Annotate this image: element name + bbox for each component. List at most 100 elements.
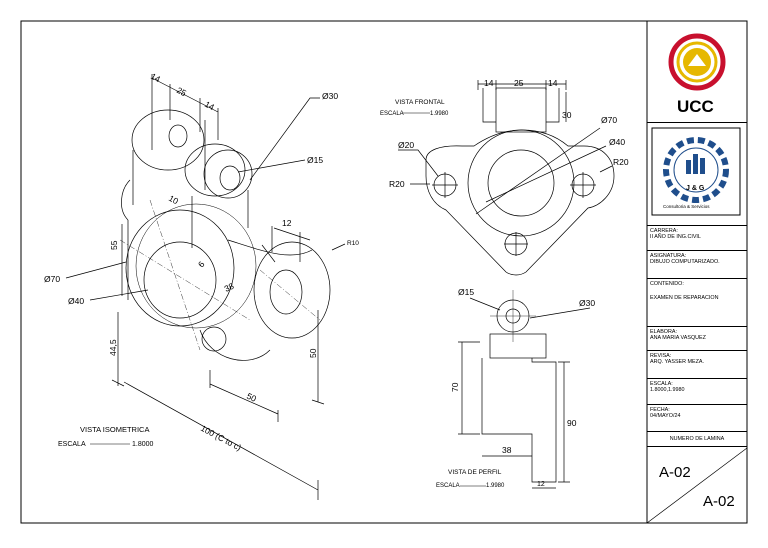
front-dim-30-text: 30 [562, 110, 572, 120]
iso-boss [203, 149, 253, 199]
tb-fecha: FECHA: 04/MAYO/24 [647, 404, 747, 431]
profile-dim-90 [558, 361, 570, 483]
iso-dim-50-bottom [209, 370, 279, 422]
tb-revisa-label: REVISA: [650, 353, 672, 359]
iso-leader-d30 [249, 97, 320, 181]
iso-dim-10: 10 [167, 193, 180, 206]
front-top-flanges [482, 88, 560, 123]
front-dim-r20-right: R20 [613, 157, 629, 167]
tb-carrera: CARRERA: II AÑO DE ING.CIVIL [647, 225, 747, 250]
tb-lamina: A-02 A-02 [647, 446, 747, 523]
front-main-circle [467, 129, 575, 237]
front-leader-r20-right [599, 165, 613, 173]
iso-right-ear-hole [269, 269, 303, 315]
front-view-title: VISTA FRONTAL [395, 99, 445, 106]
iso-dim-14b: 14 [203, 99, 216, 112]
front-scale-value: 1.9980 [430, 111, 449, 117]
iso-dim-d15: Ø15 [307, 155, 323, 165]
iso-ear-top [227, 239, 313, 256]
profile-view [458, 290, 591, 489]
iso-lower-ear-hole [201, 326, 227, 352]
iso-dim-44 [111, 312, 125, 387]
iso-center-lines [119, 199, 321, 351]
tb-contenido-value: EXAMEN DE REPARACION [650, 295, 719, 302]
iso-dim-50-side [311, 310, 325, 405]
iso-leader-r10 [331, 243, 346, 251]
iso-upper-lug [131, 109, 205, 171]
isometric-view [65, 74, 346, 500]
jg-logo-text: J & G [686, 185, 705, 192]
profile-center-lines [490, 290, 536, 342]
iso-leader-d15 [237, 159, 306, 173]
tb-revisa-value: ARQ. YASSER MEZA. [650, 359, 705, 366]
iso-dim-50b-text: 50 [308, 348, 318, 358]
iso-leader-d40 [89, 289, 149, 301]
tb-elabora-label: ELABORA: [650, 329, 677, 335]
profile-leader-d30 [529, 307, 591, 319]
title-block: CARRERA: II AÑO DE ING.CIVIL ASIGNATURA:… [647, 21, 747, 523]
front-dim-d20: Ø20 [398, 140, 414, 150]
iso-boss-sides [191, 190, 249, 248]
tb-lamina-label: NUMERO DE LAMINA [669, 436, 725, 442]
profile-view-title: VISTA DE PERFIL [448, 469, 502, 476]
iso-main-bore [143, 241, 217, 319]
tb-escala: ESCALA: 1.8000,1.9980 [647, 378, 747, 404]
iso-upper-lug-hole [168, 124, 188, 148]
front-dim-d40: Ø40 [609, 137, 625, 147]
front-outline [425, 129, 615, 276]
profile-dim-70 [458, 341, 480, 435]
ucc-seal-inner [676, 41, 718, 83]
iso-dim-38-text: 38 [223, 281, 236, 294]
profile-body [481, 358, 557, 483]
tb-escala-label: ESCALA: [650, 381, 673, 387]
title-block-graphics [646, 33, 748, 524]
iso-dim-12-text: 12 [282, 218, 292, 228]
front-leader-d40 [485, 145, 607, 203]
sheet-border [20, 20, 748, 524]
iso-dim-55 [121, 220, 129, 300]
profile-dim-12-text: 12 [537, 481, 545, 488]
iso-scale-label: ESCALA [58, 441, 86, 448]
iso-dim-50a-text: 50 [245, 391, 258, 404]
jg-building-icon [686, 160, 691, 174]
iso-dim-d70: Ø70 [44, 274, 60, 284]
front-scale-label: ESCALA [380, 111, 404, 117]
iso-dim-44-text: 44,5 [108, 339, 118, 356]
iso-dim-6: 6 [196, 259, 207, 269]
tb-lamina-header: NUMERO DE LAMINA [647, 431, 747, 446]
jg-building-icon-3 [700, 158, 705, 174]
iso-dim-100-text: 100 (C to c) [199, 423, 243, 453]
ucc-book-icon [688, 54, 706, 66]
profile-leader-d15 [469, 297, 501, 311]
front-dim-r20-left: R20 [389, 179, 405, 189]
tb-elabora-value: ANA MARIA VASQUEZ [650, 335, 706, 342]
front-top-boss [495, 87, 547, 133]
ucc-logo-text: UCC [677, 97, 714, 116]
tb-contenido-label: CONTENIDO: [650, 281, 684, 287]
iso-boss-back [184, 143, 246, 197]
tb-escala-value: 1.8000,1.9980 [650, 387, 685, 394]
front-hole-centers [432, 172, 596, 256]
front-dim-25: 25 [514, 78, 524, 88]
tb-elabora: ELABORA: ANA MARIA VASQUEZ [647, 326, 747, 350]
iso-boss-hole [219, 165, 241, 191]
profile-top-block [489, 333, 547, 359]
lamina-diagonal [646, 447, 748, 524]
tb-asignatura: ASIGNATURA: DIBUJO COMPUTARIZADO. [647, 250, 747, 278]
tb-fecha-label: FECHA: [650, 407, 670, 413]
iso-dim-14a: 14 [149, 71, 162, 84]
iso-lower-ear [199, 329, 271, 361]
iso-scale-value: 1.8000 [132, 441, 154, 448]
tb-carrera-label: CARRERA: [650, 228, 678, 234]
frontal-view [398, 80, 615, 276]
iso-dim-12 [271, 226, 311, 262]
iso-ear-notch [261, 244, 276, 263]
iso-view-title: VISTA ISOMETRICA [80, 425, 149, 434]
iso-ring-depth [135, 203, 257, 329]
iso-dim-55-text: 55 [109, 240, 119, 250]
iso-lug-edges [132, 120, 206, 205]
tb-lamina-bottom: A-02 [703, 493, 735, 510]
profile-scale-value: 1.9980 [486, 483, 505, 489]
